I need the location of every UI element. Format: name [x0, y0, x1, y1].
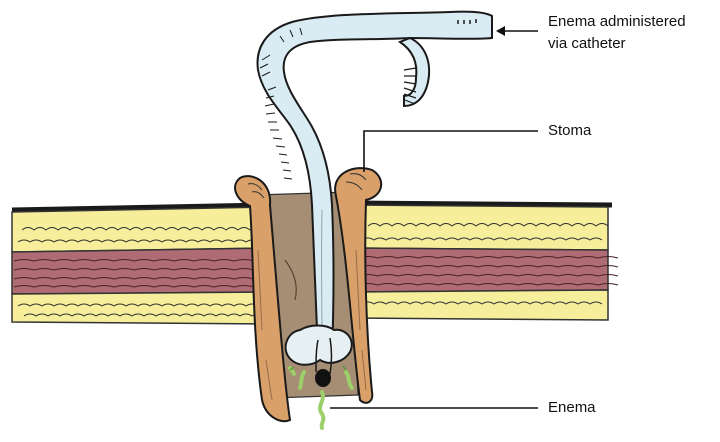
callout-stoma: [363, 130, 538, 172]
catheter-balloon: [284, 324, 353, 387]
left-abdominal-wall: [11, 202, 272, 325]
arrow-head-icon: [496, 26, 505, 36]
fat-layer-lower-left: [11, 291, 271, 325]
right-abdominal-wall: [354, 200, 619, 321]
callout-enema-administered: [496, 26, 538, 36]
catheter[interactable]: [256, 10, 493, 356]
skin-line-left: [11, 202, 271, 213]
fat-layer-upper-right: [354, 204, 609, 251]
label-stoma: Stoma: [548, 122, 592, 139]
bowel-wall-left: [234, 175, 292, 423]
muscle-layer-right: [354, 247, 609, 293]
catheter-tube[interactable]: [256, 10, 493, 356]
muscle-layer-left: [11, 247, 271, 295]
label-enema-administered-line1: Enema administered: [548, 13, 686, 30]
label-enema: Enema: [548, 399, 596, 416]
stoma: [234, 167, 382, 423]
label-enema-administered-line2: via catheter: [548, 35, 626, 52]
catheter-tip: [315, 369, 331, 387]
catheter-side-arm[interactable]: [397, 36, 430, 108]
skin-line-right: [354, 200, 613, 208]
fat-layer-lower-right: [354, 289, 609, 321]
label-enema-administered: Enema administered via catheter: [548, 11, 686, 55]
